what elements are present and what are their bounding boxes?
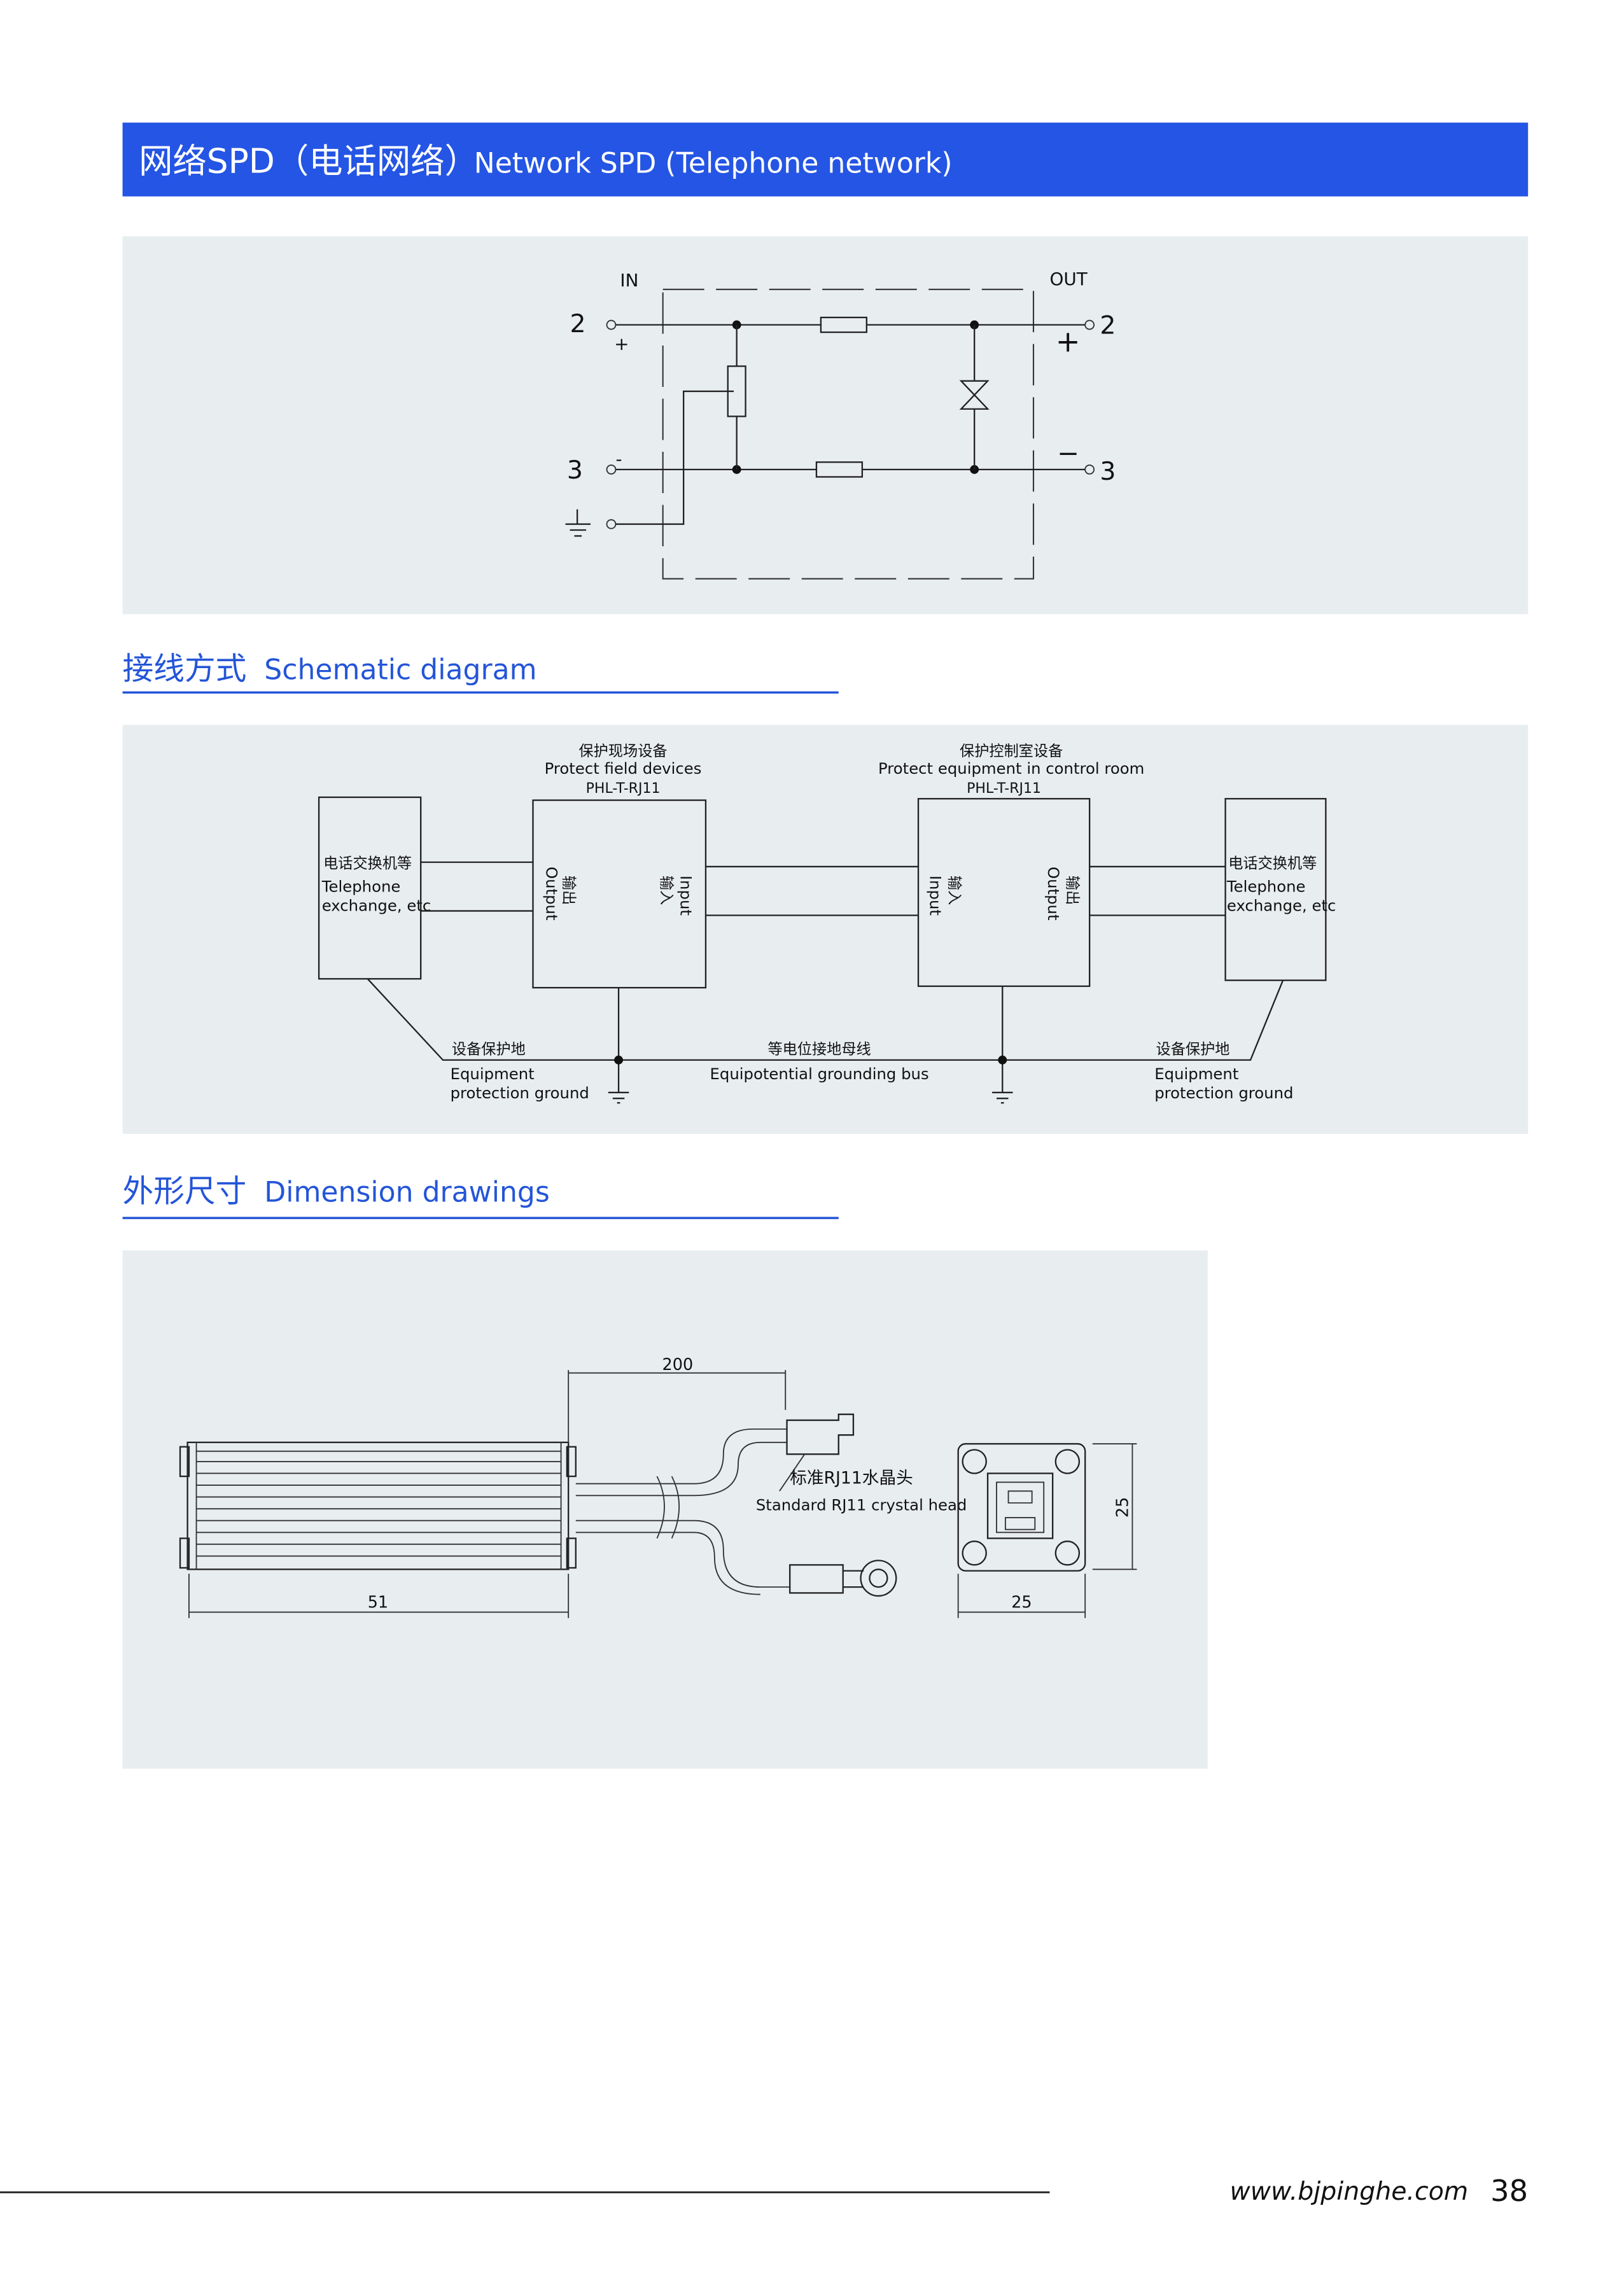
header-title-cn: 网络SPD（电话网络） <box>139 141 479 181</box>
body-length-label: 51 <box>368 1593 388 1612</box>
header-title-en: Network SPD (Telephone network) <box>474 148 953 180</box>
right-box-en1-label: Telephone <box>1226 877 1306 895</box>
pin-3-left: 3 <box>567 456 583 485</box>
plus-right: + <box>1056 324 1081 358</box>
header-band <box>122 122 1529 197</box>
input-en-label: Input <box>677 876 696 916</box>
schematic-title-cn: 接线方式 <box>123 651 247 687</box>
left-exchange-box <box>318 796 422 980</box>
room-cn-label: 保护控制室设备 <box>960 743 1063 760</box>
room-en-label: Protect equipment in control room <box>878 759 1144 778</box>
pin-3-right: 3 <box>1100 457 1116 486</box>
output-cn-label: 输出 <box>1063 876 1081 905</box>
left-ground-cn-label: 设备保护地 <box>452 1041 526 1058</box>
left-box-en1-label: Telephone <box>321 877 401 895</box>
schematic-title-en: Schematic diagram <box>264 653 536 686</box>
input-cn-label: 输入 <box>946 876 963 905</box>
page-number: 38 <box>1490 2174 1528 2208</box>
left-box-en2-label: exchange, etc <box>322 897 431 915</box>
input-en-label: Input <box>927 876 945 916</box>
right-ground-cn-label: 设备保护地 <box>1156 1041 1230 1058</box>
output-cn-label: 输出 <box>560 876 577 905</box>
connector-cn-label: 标准RJ11水晶头 <box>790 1469 913 1488</box>
dimension-title-en: Dimension drawings <box>264 1177 550 1209</box>
output-en-label: Output <box>1044 867 1063 921</box>
dimension-title-cn: 外形尺寸 <box>123 1174 247 1210</box>
output-en-label: Output <box>542 867 561 921</box>
cable-length-label: 200 <box>662 1355 694 1374</box>
footer-website[interactable]: www.bjpinghe.com <box>1230 2177 1469 2206</box>
minus-right: − <box>1057 437 1079 468</box>
right-box-cn-label: 电话交换机等 <box>1228 855 1317 872</box>
room-model-label: PHL-T-RJ11 <box>967 781 1041 797</box>
left-box-cn-label: 电话交换机等 <box>323 855 412 872</box>
field-en-label: Protect field devices <box>545 759 702 778</box>
pin-2-left: 2 <box>570 309 586 339</box>
field-cn-label: 保护现场设备 <box>578 743 667 760</box>
left-ground-en1-label: Equipment <box>451 1065 535 1083</box>
face-height-label: 25 <box>1113 1497 1132 1518</box>
in-label: IN <box>620 270 638 291</box>
right-ground-en2-label: protection ground <box>1154 1084 1293 1102</box>
input-cn-label: 输入 <box>657 876 675 905</box>
pin-2-right: 2 <box>1100 311 1116 340</box>
right-ground-en1-label: Equipment <box>1154 1065 1238 1083</box>
out-label: OUT <box>1050 269 1088 290</box>
room-spd-box <box>917 798 1091 988</box>
dimension-drawing: 200 51 25 25 标准RJ11水晶头 Standard RJ11 cry… <box>122 1250 1208 1769</box>
plus-left: + <box>614 333 629 354</box>
face-width-label: 25 <box>1011 1593 1032 1612</box>
circuit-diagram: IN OUT 2 3 2 3 + - + − <box>122 236 1529 615</box>
bus-cn-label: 等电位接地母线 <box>767 1041 871 1058</box>
bus-en-label: Equipotential grounding bus <box>710 1065 929 1083</box>
right-exchange-box <box>1224 798 1327 981</box>
schematic-diagram: 保护现场设备 Protect field devices PHL-T-RJ11 … <box>122 725 1529 1134</box>
left-ground-en2-label: protection ground <box>451 1084 589 1102</box>
field-model-label: PHL-T-RJ11 <box>586 781 661 797</box>
right-box-en2-label: exchange, etc <box>1227 897 1336 915</box>
minus-left: - <box>615 449 622 470</box>
connector-en-label: Standard RJ11 crystal head <box>756 1495 967 1514</box>
